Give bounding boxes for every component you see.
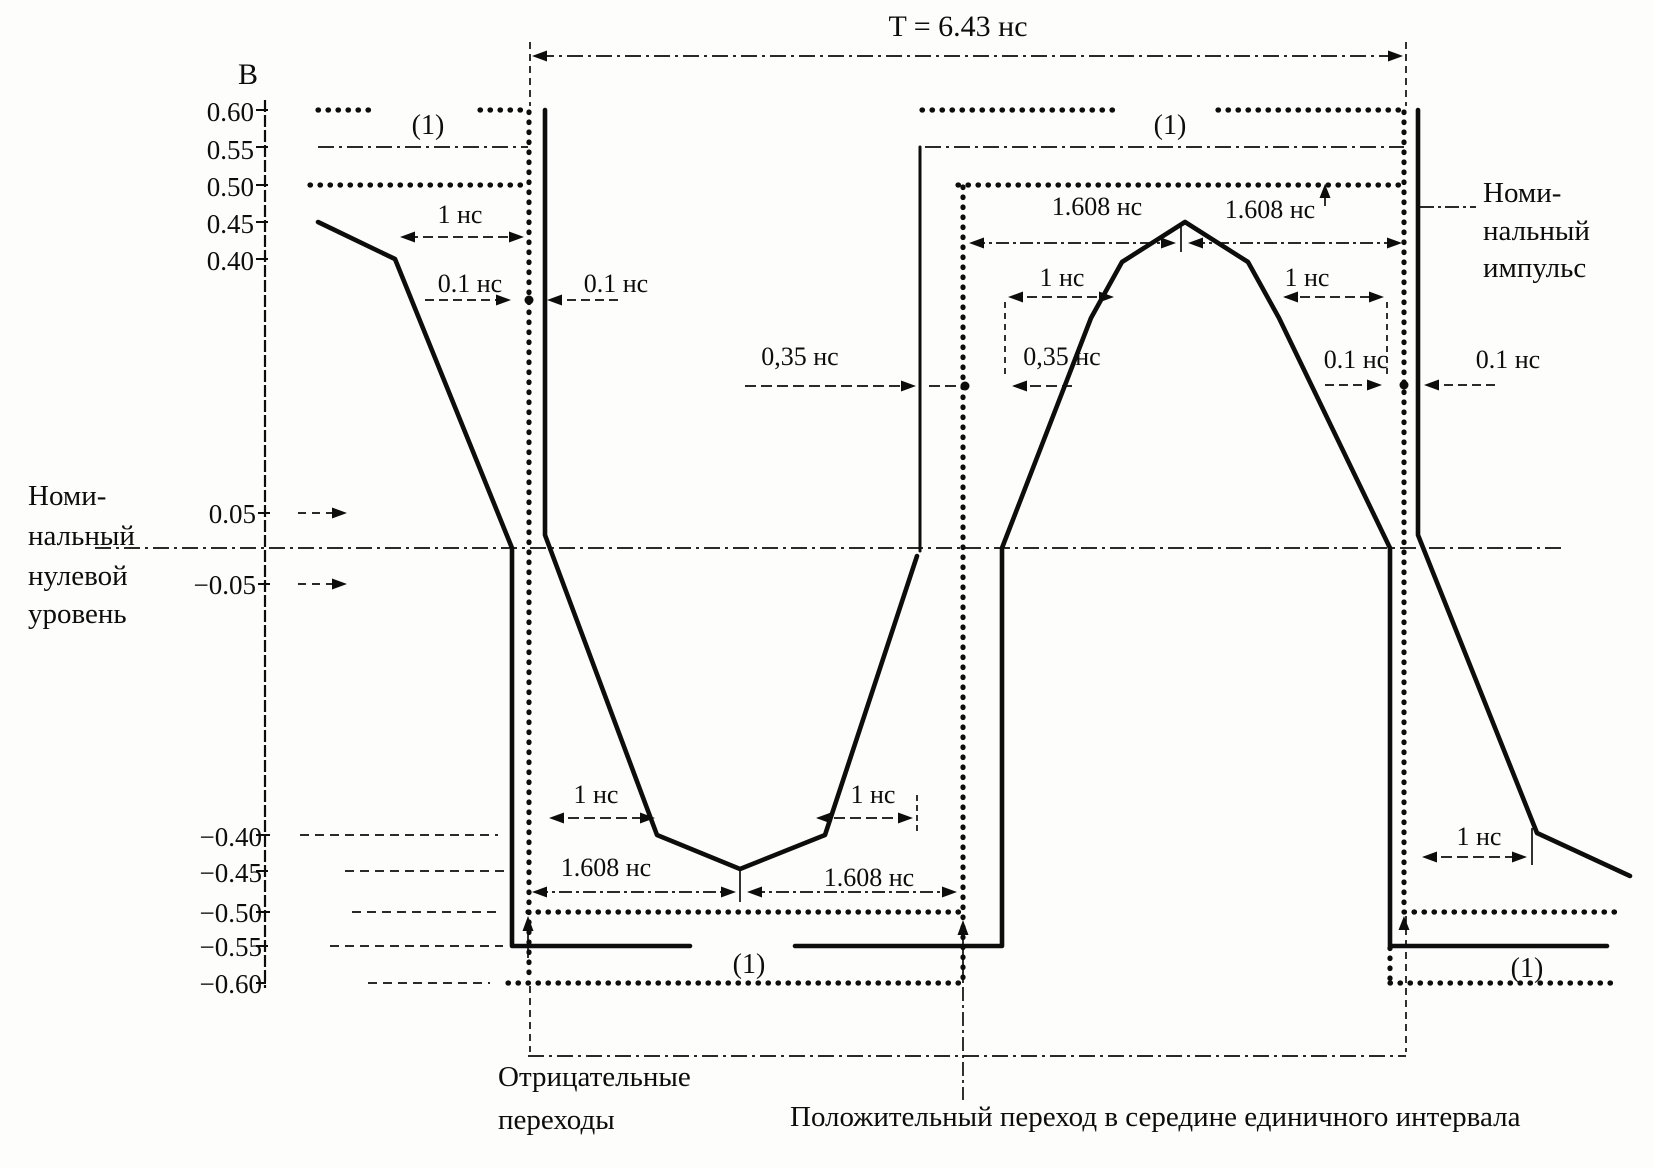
mask-bottom-right — [1387, 909, 1621, 986]
waveform-upper-boundary-right — [1415, 107, 1633, 879]
mask-vertical-right — [1387, 109, 1407, 984]
dim-01ns-r-left-label: 0.1 нс — [1324, 345, 1388, 374]
nominal-pulse-line2: нальный — [1483, 215, 1590, 247]
dim-01ns-r-right-label: 0.1 нс — [1476, 345, 1540, 374]
tick-060: 0.60 — [207, 97, 254, 127]
nominal-zero-label: Номи- нальный нулевой уровень — [28, 480, 135, 630]
period-label: T = 6.43 нс — [888, 10, 1027, 43]
mask-top-right — [919, 107, 1407, 188]
dimension-labels: 1 нс 0.1 нс 0.1 нс 1 нс 1 нс 0.1 нс 0.1 … — [438, 192, 1541, 892]
tick-m005: −0.05 — [194, 570, 256, 600]
dim-1ns-trough-left-label: 1 нс — [574, 780, 619, 809]
dimension-lines — [408, 42, 1533, 1100]
tick-m050: −0.50 — [200, 898, 262, 928]
waveform-upper-boundary-left — [542, 107, 920, 872]
tick-m045: −0.45 — [200, 858, 262, 888]
mask-bottom-left — [505, 909, 963, 986]
dim-1ns-topleft-label: 1 нс — [438, 200, 483, 229]
dimension-arrowheads — [332, 50, 1527, 935]
tick-045: 0.45 — [207, 209, 254, 239]
negative-transitions-line1: Отрицательные — [498, 1061, 691, 1093]
lower-level-leaders — [300, 834, 506, 984]
dim-1ns-bottomright-label: 1 нс — [1457, 822, 1502, 851]
period-reference-lines — [529, 42, 1407, 1052]
dim-1608ns-trough-left-label: 1.608 нс — [561, 853, 651, 882]
tick-005: 0.05 — [209, 499, 256, 529]
waveform-lower-boundary — [315, 219, 1610, 949]
dim-1ns-mid-left-label: 1 нс — [1040, 263, 1085, 292]
mask-point-left — [524, 295, 534, 305]
tick-055: 0.55 — [207, 135, 254, 165]
negative-transitions-line2: переходы — [498, 1104, 615, 1136]
tick-m040: −0.40 — [200, 822, 262, 852]
footnote-bottom-right: (1) — [1511, 953, 1544, 984]
dim-035ns-left-label: 0,35 нс — [761, 342, 838, 371]
dim-1ns-mid-references — [1004, 302, 1388, 378]
nominal-zero-line2: нальный — [28, 520, 135, 552]
dim-1608ns-trough-right-label: 1.608 нс — [824, 863, 914, 892]
mask-top-left — [307, 107, 532, 188]
dim-01ns-tl-right-label: 0.1 нс — [584, 269, 648, 298]
tick-m055: −0.55 — [200, 932, 262, 962]
nominal-zero-line4: уровень — [28, 598, 127, 630]
voltage-axis — [256, 100, 270, 988]
axis-unit-label: В — [238, 58, 258, 91]
axis-tick-labels: 0.60 0.55 0.50 0.45 0.40 0.05 −0.05 −0.4… — [194, 97, 262, 999]
dim-1608ns-peak-left-label: 1.608 нс — [1052, 192, 1142, 221]
footnote-top-left: (1) — [412, 110, 445, 141]
footnote-bottom-left: (1) — [733, 949, 766, 980]
waveform — [315, 107, 1633, 949]
mask-point-mid — [960, 381, 970, 391]
footnote-markers: (1) (1) (1) (1) — [412, 110, 1544, 984]
nominal-zero-line1: Номи- — [28, 480, 106, 512]
tick-050: 0.50 — [207, 172, 254, 202]
mask-dotted-lines — [307, 107, 1621, 986]
tick-040: 0.40 — [207, 246, 254, 276]
nominal-pulse-line3: импульс — [1483, 252, 1586, 284]
axis-ticks — [256, 109, 270, 984]
dim-01ns-tl-left-label: 0.1 нс — [438, 269, 502, 298]
zero-tolerance-leaders — [298, 512, 334, 585]
level-lines — [95, 146, 1565, 1057]
dim-1ns-mid-right-label: 1 нс — [1285, 263, 1330, 292]
nominal-pulse-line1: Номи- — [1483, 177, 1561, 209]
mask-point-right — [1399, 380, 1409, 390]
dim-1608ns-peak-right-label: 1.608 нс — [1225, 195, 1315, 224]
dim-1ns-trough-right-label: 1 нс — [851, 780, 896, 809]
nominal-zero-line3: нулевой — [28, 560, 128, 592]
bottom-captions: Отрицательные переходы Положительный пер… — [498, 1061, 1521, 1136]
positive-transition-caption: Положительный переход в середине единичн… — [790, 1101, 1521, 1133]
dim-035ns-right-label: 0,35 нс — [1023, 342, 1100, 371]
footnote-top-right: (1) — [1154, 110, 1187, 141]
tick-m060: −0.60 — [200, 969, 262, 999]
nominal-pulse-label: Номи- нальный импульс — [1483, 177, 1590, 284]
